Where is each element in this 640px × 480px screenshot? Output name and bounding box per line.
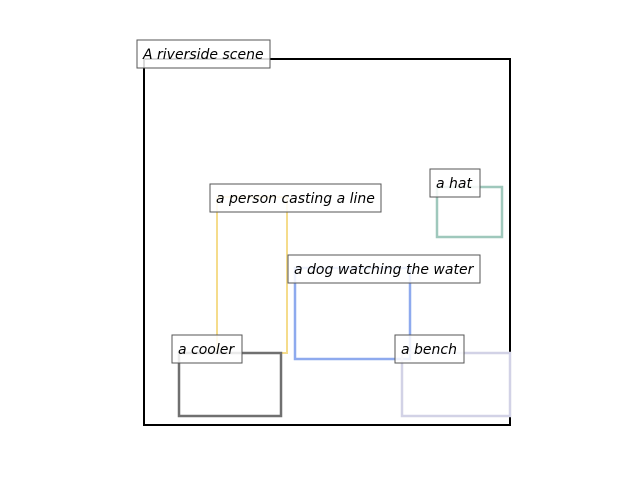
region-label-text: a bench bbox=[401, 342, 457, 358]
scene-title-label: A riverside scene bbox=[136, 39, 271, 69]
region-label-text: a person casting a line bbox=[216, 191, 375, 207]
region-label-text: a hat bbox=[436, 176, 472, 192]
region-label-person: a person casting a line bbox=[209, 183, 382, 213]
scene-frame bbox=[143, 58, 511, 426]
region-label-text: a dog watching the water bbox=[294, 262, 475, 278]
region-label-dog: a dog watching the water bbox=[287, 254, 481, 284]
region-label-bench: a bench bbox=[394, 334, 465, 364]
scene-title: A riverside scene bbox=[142, 47, 264, 63]
region-label-hat: a hat bbox=[429, 168, 481, 198]
region-label-text: a cooler bbox=[178, 342, 235, 358]
region-label-cooler: a cooler bbox=[171, 334, 243, 364]
region-box-person bbox=[216, 196, 288, 354]
